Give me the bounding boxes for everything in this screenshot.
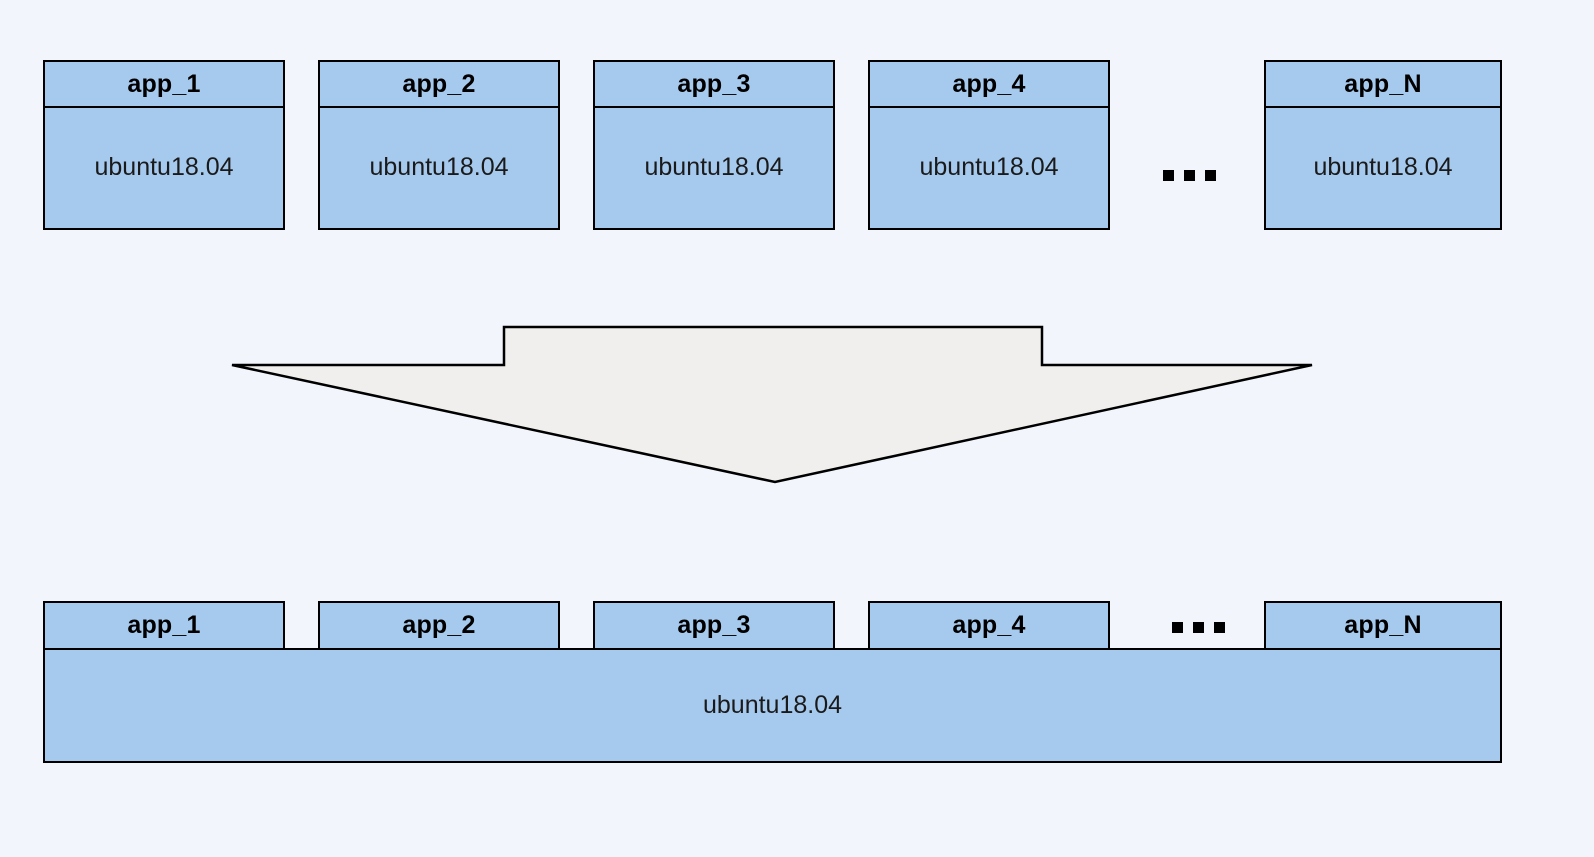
app-tab-label: app_3 [677,611,751,639]
ellipsis-dot-icon [1184,170,1195,181]
app-tab-label: app_1 [127,611,201,639]
app-tab-label: app_N [1344,611,1422,639]
vm-card-title: app_N [1266,62,1500,108]
vm-card-title: app_3 [595,62,833,108]
app-tab-app-4[interactable]: app_4 [868,601,1110,650]
vm-card-title: app_1 [45,62,283,108]
vm-card-title: app_2 [320,62,558,108]
shared-os-bar[interactable]: ubuntu18.04 [43,648,1502,763]
bottom-row-ellipsis-icon [1172,622,1225,633]
vm-card-os-label: ubuntu18.04 [919,152,1059,181]
ellipsis-dot-icon [1205,170,1216,181]
ellipsis-dot-icon [1163,170,1174,181]
down-arrow-icon [231,325,1313,484]
vm-card-app-4[interactable]: app_4 ubuntu18.04 [868,60,1110,230]
bottom-row-group: ubuntu18.04 app_1 app_2 app_3 app_4 app_… [0,580,1594,810]
vm-card-title: app_4 [870,62,1108,108]
vm-card-app-2[interactable]: app_2 ubuntu18.04 [318,60,560,230]
vm-card-app-1[interactable]: app_1 ubuntu18.04 [43,60,285,230]
top-row-ellipsis-icon [1163,170,1216,181]
vm-card-app-n[interactable]: app_N ubuntu18.04 [1264,60,1502,230]
app-tab-label: app_4 [952,611,1026,639]
app-tab-app-2[interactable]: app_2 [318,601,560,650]
ellipsis-dot-icon [1172,622,1183,633]
top-row-group: app_1 ubuntu18.04 app_2 ubuntu18.04 app_… [0,0,1594,260]
app-tab-app-n[interactable]: app_N [1264,601,1502,650]
vm-card-os-label: ubuntu18.04 [369,152,509,181]
app-tab-app-3[interactable]: app_3 [593,601,835,650]
app-tab-label: app_2 [402,611,476,639]
vm-card-os-label: ubuntu18.04 [1313,152,1453,181]
vm-card-os-label: ubuntu18.04 [644,152,784,181]
ellipsis-dot-icon [1193,622,1204,633]
shared-os-label: ubuntu18.04 [702,691,843,719]
vm-card-app-3[interactable]: app_3 ubuntu18.04 [593,60,835,230]
app-tab-app-1[interactable]: app_1 [43,601,285,650]
vm-card-os-label: ubuntu18.04 [94,152,234,181]
ellipsis-dot-icon [1214,622,1225,633]
